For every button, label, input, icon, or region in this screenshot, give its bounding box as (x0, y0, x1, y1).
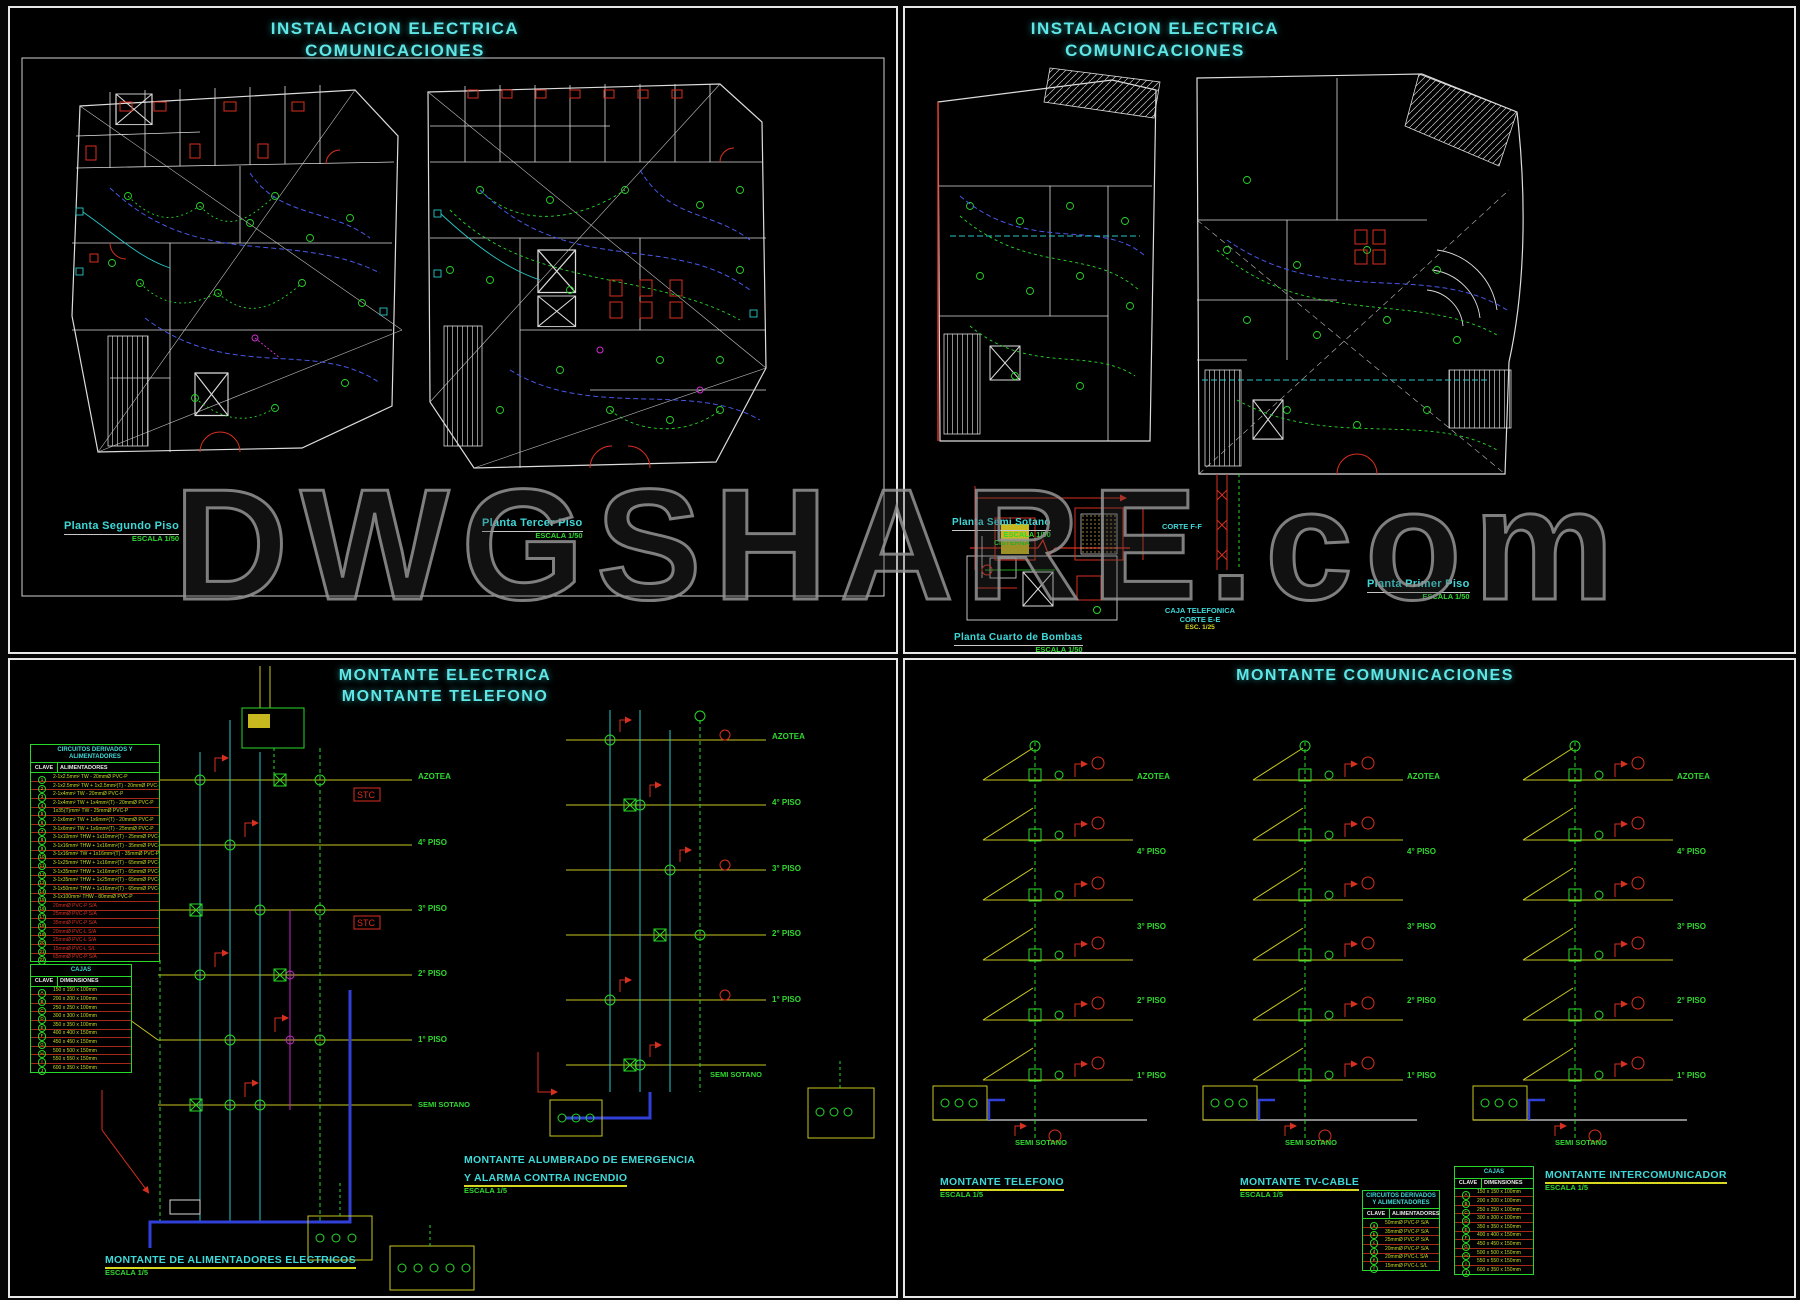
table-circuitos-br: CIRCUITOS DERIVADOS Y ALIMENTADORES CLAV… (1362, 1190, 1440, 1274)
plan-label-tercer-piso: Planta Tercer Piso ESCALA 1/50 (482, 517, 583, 540)
base-label-intercom: SEMI SOTANO (1555, 1138, 1607, 1147)
base-label-telefono: SEMI SOTANO (1015, 1138, 1067, 1147)
detail-label-corte-ff: CORTE F-F (1162, 522, 1202, 531)
base-label-tvcable: SEMI SOTANO (1285, 1138, 1337, 1147)
page-title-bottom-right: MONTANTE COMUNICACIONES (1236, 667, 1514, 684)
panel-montante-electrica: STC STC (8, 658, 898, 1298)
diagram-label-montante-telefono: MONTANTE TELEFONO ESCALA 1/5 (940, 1176, 1064, 1200)
plan-label-primer-piso: Planta Primer Piso ESCALA 1/50 (1367, 578, 1470, 601)
riser-art-bottom-left: STC STC (101, 666, 875, 1291)
cisterna-label: CISTERNA (994, 540, 1030, 547)
diagram-label-montante-tvcable: MONTANTE TV-CABLE ESCALA 1/5 (1240, 1176, 1360, 1200)
riser-art-bottom-right (905, 660, 1794, 1296)
floorplan-art-top-left (21, 57, 885, 597)
table-circuitos-derivados: CIRCUITOS DERIVADOS Y ALIMENTADORES CLAV… (30, 744, 160, 965)
base-label-riser1: SEMI SOTANO (418, 1100, 470, 1109)
svg-text:STC: STC (357, 918, 376, 928)
svg-text:STC: STC (357, 790, 376, 800)
floorplan-art-top-right (937, 67, 1524, 621)
diagram-label-alimentadores: MONTANTE DE ALIMENTADORES ELECTRICOS ESC… (105, 1254, 356, 1278)
plan-label-semi-sotano: Planta Semi Sotano ESCALA 1/50 (952, 517, 1051, 539)
base-label-riser2: SEMI SOTANO (710, 1070, 762, 1079)
plan-label-segundo-piso: Planta Segundo Piso ESCALA 1/50 (64, 520, 180, 543)
diagram-label-montante-intercomunicador: MONTANTE INTERCOMUNICADOR ESCALA 1/5 (1545, 1169, 1727, 1193)
plan-label-cuarto-bombas: Planta Cuarto de Bombas ESCALA 1/50 (954, 632, 1083, 654)
diagram-label-alumbrado-emergencia: MONTANTE ALUMBRADO DE EMERGENCIA Y ALARM… (464, 1154, 696, 1196)
